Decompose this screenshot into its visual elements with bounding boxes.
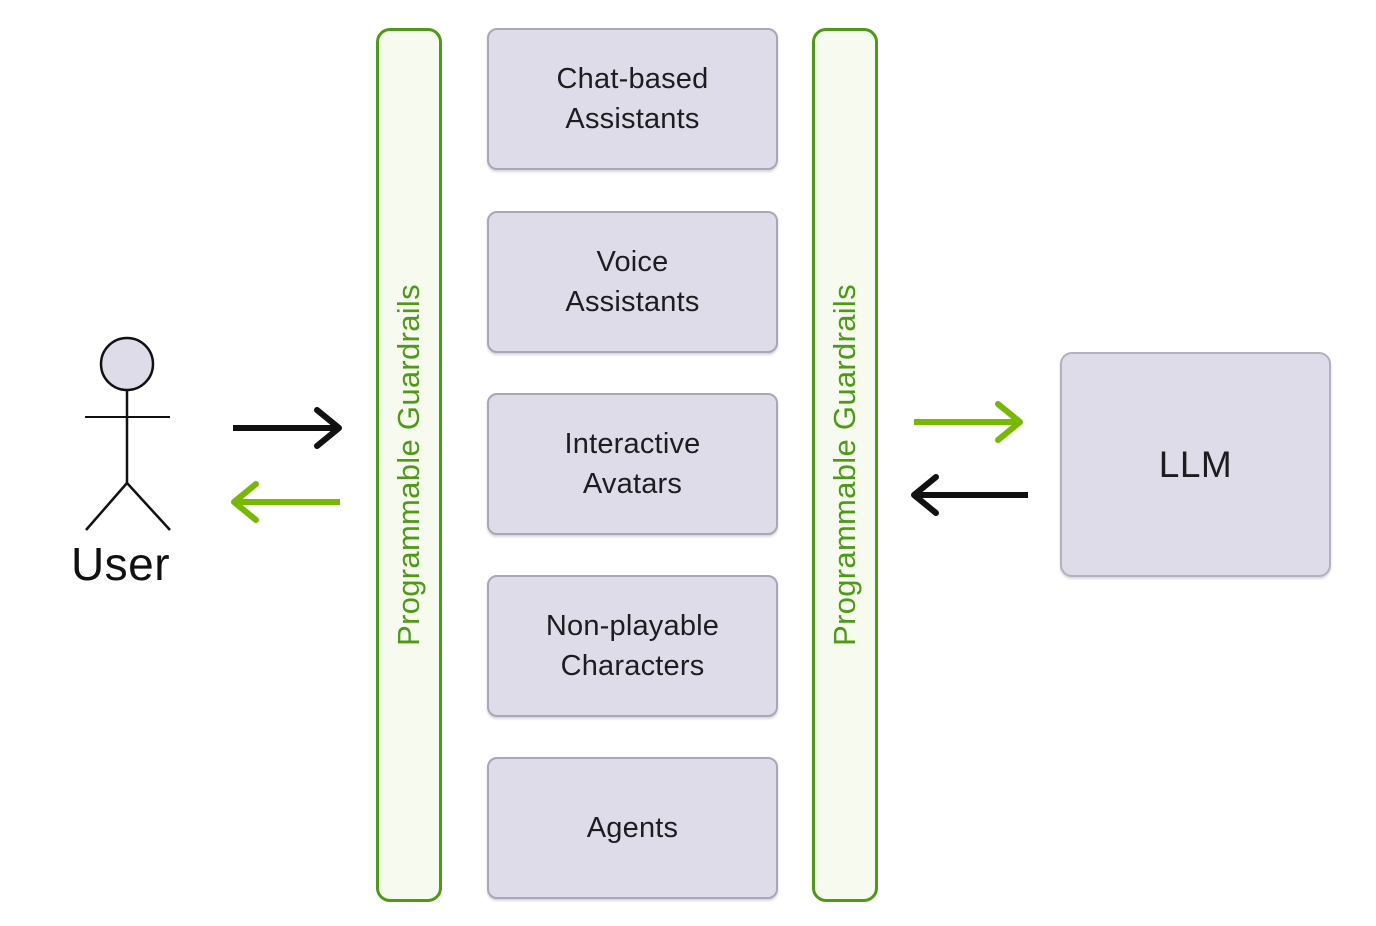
guardrails-bar-right: Programmable Guardrails [812, 28, 878, 902]
app-box-label: Interactive Avatars [564, 427, 701, 500]
app-box-chat-based-assistants: Chat-based Assistants [487, 28, 778, 170]
guardrails-to-llm-arrow-icon [914, 401, 1023, 443]
app-box-label: Agents [586, 811, 679, 844]
llm-label: LLM [1158, 443, 1233, 485]
user-label: User [70, 538, 171, 590]
guardrails-to-user-arrow-icon [231, 481, 340, 523]
app-box-voice-assistants: Voice Assistants [487, 211, 778, 353]
guardrails-bar-right-label: Programmable Guardrails [827, 284, 862, 646]
app-box-label: Voice Assistants [565, 245, 700, 318]
guardrails-bar-left: Programmable Guardrails [376, 28, 442, 902]
user-to-guardrails-arrow-icon [233, 407, 342, 449]
app-box-non-playable-characters: Non-playable Characters [487, 575, 778, 717]
llm-box: LLM [1060, 352, 1331, 577]
user-figure-icon [85, 336, 171, 531]
app-box-agents: Agents [487, 757, 778, 899]
llm-to-guardrails-arrow-icon [911, 474, 1028, 516]
app-box-interactive-avatars: Interactive Avatars [487, 393, 778, 535]
app-box-label: Non-playable Characters [545, 609, 720, 682]
guardrails-bar-left-label: Programmable Guardrails [391, 284, 426, 646]
app-box-label: Chat-based Assistants [556, 62, 709, 135]
